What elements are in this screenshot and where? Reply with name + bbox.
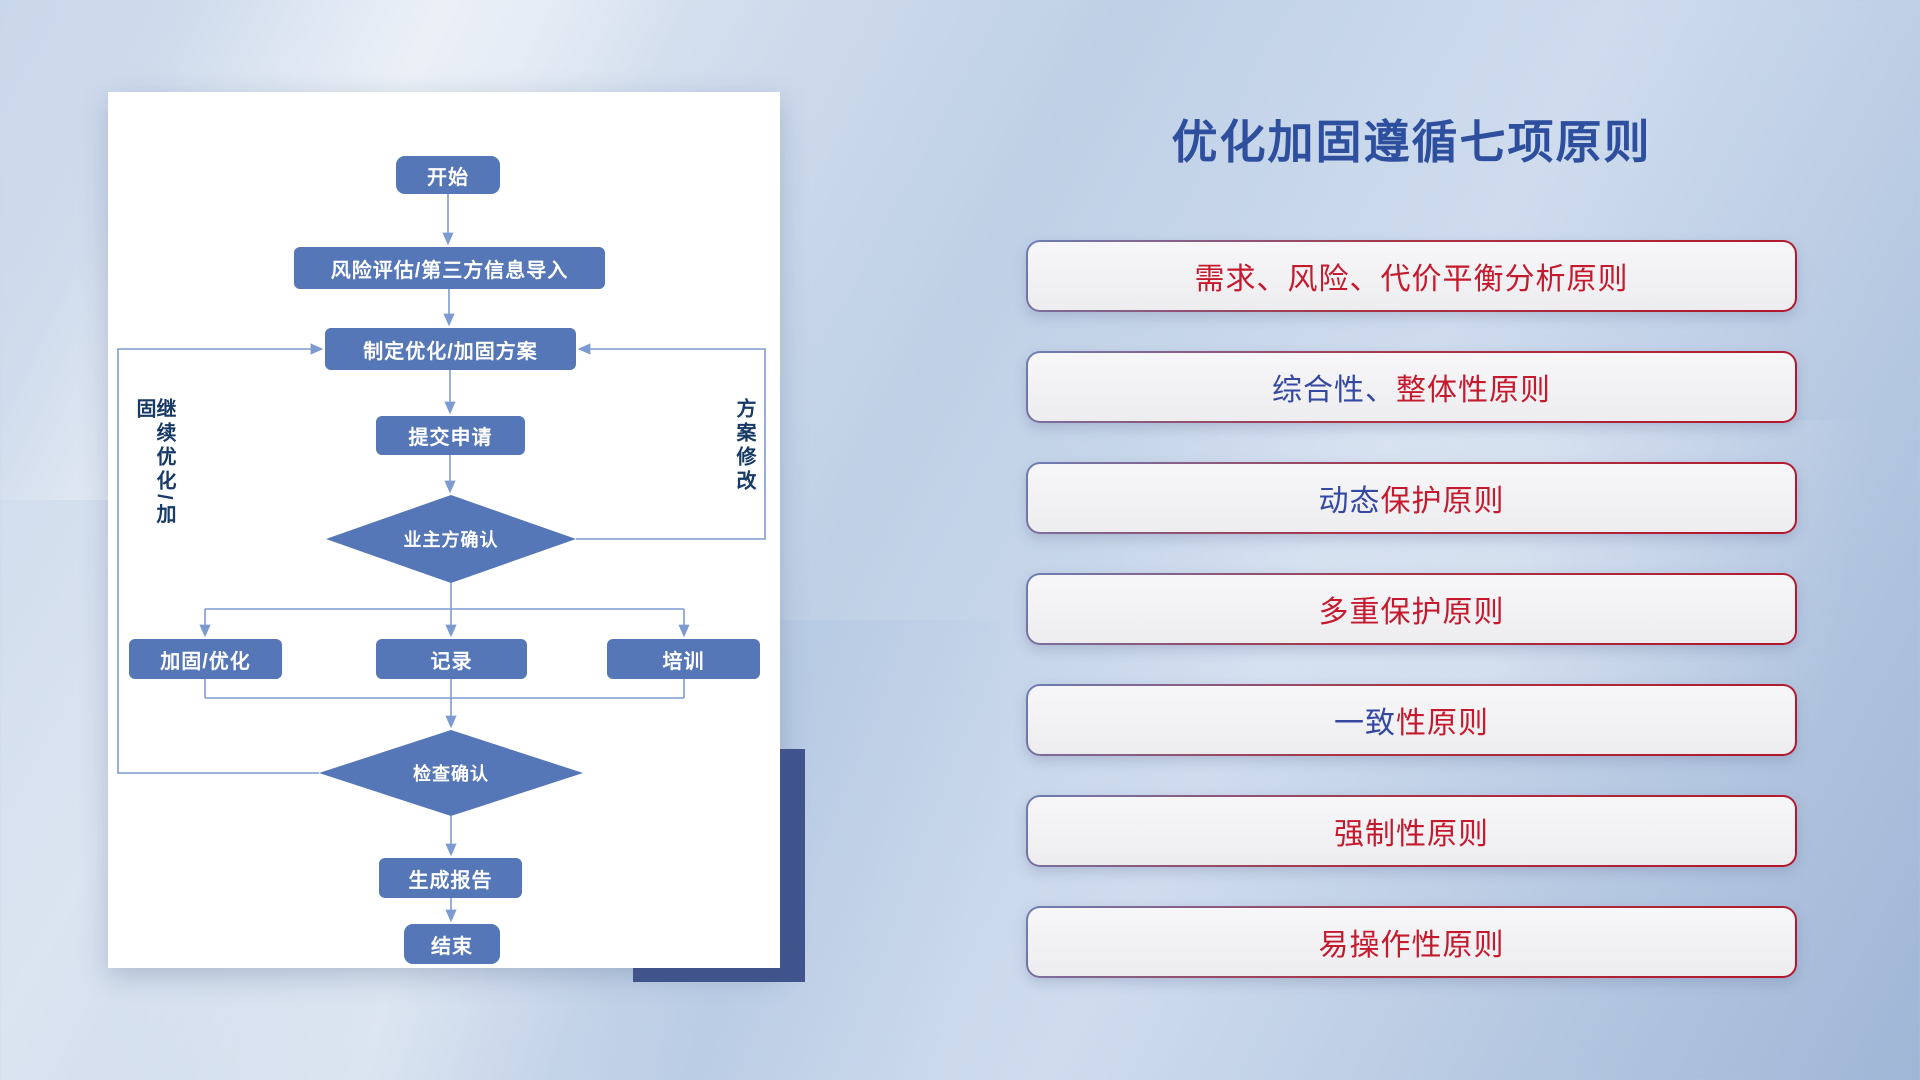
principle-text-red: 需求、风险、代价平衡分析原则 [1194, 263, 1629, 296]
page-title: 优化加固遵循七项原则 [1171, 116, 1652, 168]
flow-node-submit-application: 提交申请 [376, 416, 525, 455]
principle-text-red: 整体性原则 [1396, 374, 1551, 407]
principle-box-4: 多重保护原则 [1026, 573, 1797, 645]
flow-edge-label-plan-revision: 方案修改 [733, 398, 755, 494]
flow-node-risk-assessment: 风险评估/第三方信息导入 [294, 247, 605, 289]
flow-node-reinforce-optimize: 加固/优化 [129, 639, 282, 679]
principle-label: 综合性、整体性原则 [1028, 353, 1795, 421]
principle-text-red: 强制性原则 [1334, 818, 1489, 851]
principle-label: 多重保护原则 [1028, 575, 1795, 643]
flow-node-record: 记录 [376, 639, 527, 679]
flow-edge-label-continue-optimize: 继续优化/加固 [133, 398, 175, 528]
principle-box-6: 强制性原则 [1026, 795, 1797, 867]
flow-node-training: 培训 [607, 639, 760, 679]
principle-box-2: 综合性、整体性原则 [1026, 351, 1797, 423]
principle-label: 一致性原则 [1028, 686, 1795, 754]
principle-box-5: 一致性原则 [1026, 684, 1797, 756]
flowchart-card: 开始 风险评估/第三方信息导入 制定优化/加固方案 提交申请 业主方确认 加固/… [108, 92, 780, 968]
principle-box-3: 动态保护原则 [1026, 462, 1797, 534]
flow-node-start: 开始 [396, 156, 500, 194]
principle-text-red: 性原则 [1396, 707, 1489, 740]
principle-text-red: 多重保护原则 [1318, 596, 1505, 629]
principle-label: 易操作性原则 [1028, 908, 1795, 976]
principle-label: 动态保护原则 [1028, 464, 1795, 532]
principle-text-blue: 动态 [1318, 485, 1381, 518]
flow-node-make-plan: 制定优化/加固方案 [325, 328, 576, 370]
principle-text-red: 保护原则 [1380, 485, 1505, 518]
flow-node-end: 结束 [404, 924, 500, 964]
flow-node-generate-report: 生成报告 [379, 858, 522, 898]
principle-text-blue: 一致 [1334, 707, 1396, 740]
principle-label: 需求、风险、代价平衡分析原则 [1028, 242, 1795, 310]
principle-box-1: 需求、风险、代价平衡分析原则 [1026, 240, 1797, 312]
principle-box-7: 易操作性原则 [1026, 906, 1797, 978]
principle-text-blue: 综合性、 [1272, 374, 1396, 407]
principle-text-red: 易操作性原则 [1318, 929, 1505, 962]
principle-label: 强制性原则 [1028, 797, 1795, 865]
